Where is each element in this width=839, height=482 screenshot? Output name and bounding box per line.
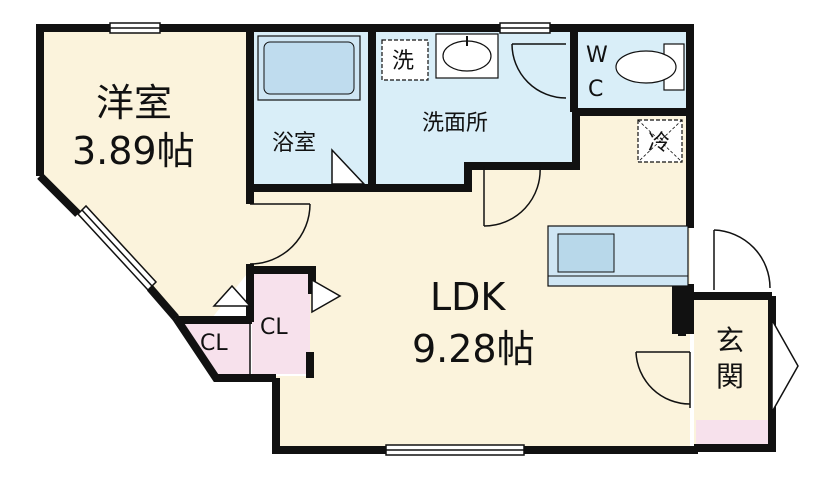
ldk-name: LDK [430,275,506,319]
western-room-name: 洋室 [96,81,172,125]
western-room-size: 3.89帖 [72,129,195,173]
ldk-floor [250,110,690,448]
entrance-step [696,420,770,446]
closet-right-floor [252,272,310,374]
western-room-floor [40,28,250,318]
closet-left-label: CL [200,331,228,356]
fridge-label: 冷 [648,131,670,156]
ldk-size: 9.28帖 [412,327,535,371]
closet-right-label: CL [260,315,288,340]
entrance-label-1: 玄 [716,324,744,357]
windows [76,22,551,456]
washer-space [381,39,429,81]
closet-left-floor [176,318,250,376]
doors [212,43,799,415]
wall-block [672,284,694,334]
wc-label-c: C [588,77,603,102]
wc-label-w: W [586,43,608,68]
entrance-label-2: 関 [716,360,744,393]
washroom-label: 洗面所 [422,111,488,136]
bathroom-label: 浴室 [272,131,316,156]
washer-label: 洗 [392,49,414,74]
